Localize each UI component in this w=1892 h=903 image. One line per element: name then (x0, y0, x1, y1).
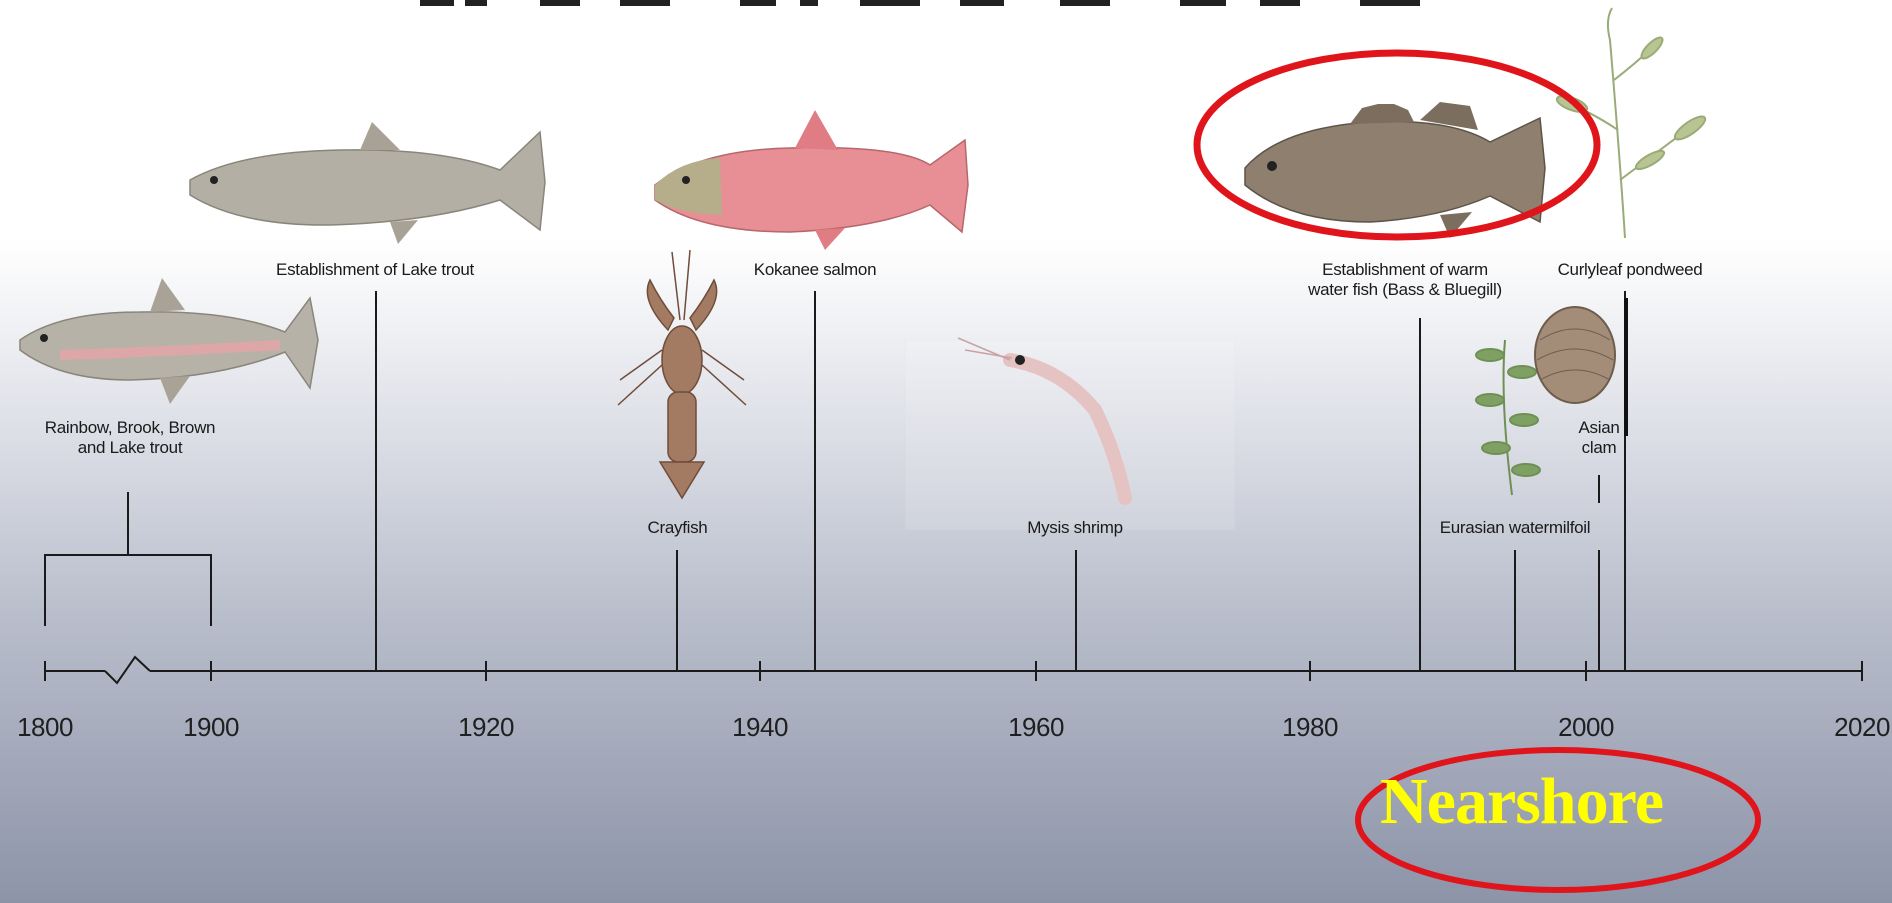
crayfish-icon (618, 250, 746, 498)
event-label-eurasian-watermilfoil: Eurasian watermilfoil (1425, 518, 1605, 538)
year-label: 1800 (17, 712, 73, 743)
event-label-kokanee-salmon: Kokanee salmon (730, 260, 900, 280)
timeline-axis (45, 657, 1862, 683)
year-label: 2000 (1558, 712, 1614, 743)
year-label: 1980 (1282, 712, 1338, 743)
year-label: 1920 (458, 712, 514, 743)
mysis-shrimp-icon (905, 338, 1235, 530)
event-label-warm-water-fish: Establishment of warm water fish (Bass &… (1290, 260, 1520, 300)
nearshore-callout: Nearshore (1380, 764, 1663, 840)
event-label-mysis-shrimp: Mysis shrimp (1000, 518, 1150, 538)
year-label: 2020 (1834, 712, 1890, 743)
event-label-lake-trout: Establishment of Lake trout (230, 260, 520, 280)
watermilfoil-icon (1476, 340, 1540, 495)
rainbow-trout-icon (20, 278, 318, 404)
bass-icon (1245, 102, 1545, 238)
lake-trout-icon (190, 122, 545, 244)
year-label: 1960 (1008, 712, 1064, 743)
asian-clam-icon (1535, 307, 1615, 403)
event-label-early-trout: Rainbow, Brook, Brown and Lake trout (10, 418, 250, 458)
year-label: 1900 (183, 712, 239, 743)
kokanee-salmon-icon (655, 110, 968, 250)
year-label: 1940 (732, 712, 788, 743)
cropped-title-fragment (420, 0, 1420, 6)
curlyleaf-pondweed-icon (1555, 8, 1708, 238)
event-label-crayfish: Crayfish (630, 518, 725, 538)
event-label-curlyleaf-pondweed: Curlyleaf pondweed (1540, 260, 1720, 280)
event-label-asian-clam: Asian clam (1560, 418, 1638, 458)
